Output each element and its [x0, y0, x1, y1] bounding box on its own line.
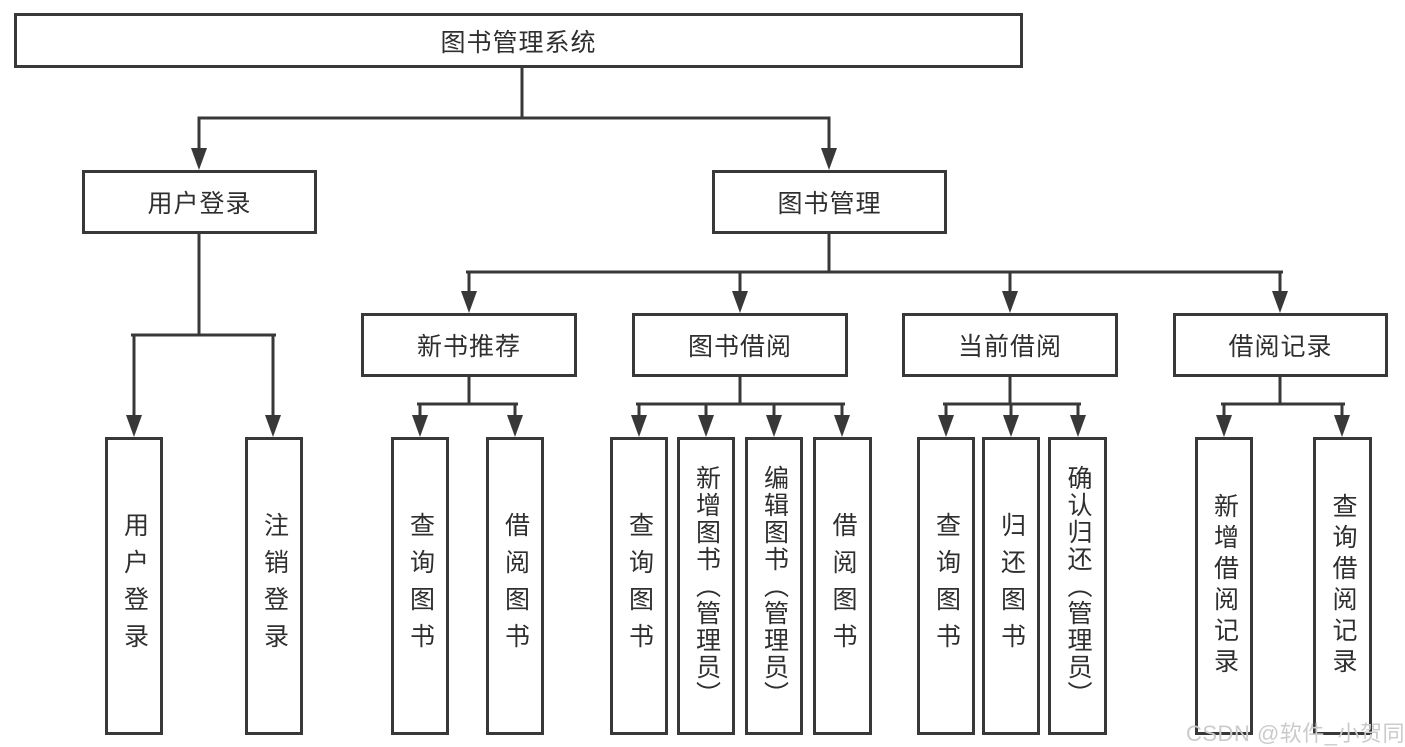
node-borrow-record: 借阅记录 — [1173, 313, 1388, 377]
leaf-borrow-book-recommend: 借阅图书 — [486, 437, 544, 735]
leaf-borrow-book: 借阅图书 — [813, 437, 872, 735]
leaf-query-book-borrow: 查询图书 — [610, 437, 668, 735]
node-current-borrow: 当前借阅 — [902, 313, 1118, 377]
csdn-watermark: CSDN @软件_小贺同学 — [1186, 721, 1405, 746]
node-book-management: 图书管理 — [712, 170, 947, 234]
leaf-confirm-return-admin: 确认归还（管理员） — [1048, 437, 1107, 735]
leaf-logout: 注销登录 — [245, 437, 303, 735]
leaf-return-book: 归还图书 — [982, 437, 1040, 735]
leaf-query-book-current: 查询图书 — [917, 437, 975, 735]
node-user-login: 用户登录 — [82, 170, 317, 234]
leaf-add-book-admin: 新增图书（管理员） — [677, 437, 735, 735]
node-new-book-recommend: 新书推荐 — [361, 313, 577, 377]
node-root: 图书管理系统 — [14, 13, 1023, 68]
leaf-user-login: 用户登录 — [105, 437, 163, 735]
leaf-query-borrow-record: 查询借阅记录 — [1313, 437, 1372, 735]
node-book-borrow: 图书借阅 — [632, 313, 848, 377]
leaf-query-book-recommend: 查询图书 — [391, 437, 449, 735]
leaf-edit-book-admin: 编辑图书（管理员） — [745, 437, 803, 735]
leaf-add-borrow-record: 新增借阅记录 — [1195, 437, 1253, 735]
